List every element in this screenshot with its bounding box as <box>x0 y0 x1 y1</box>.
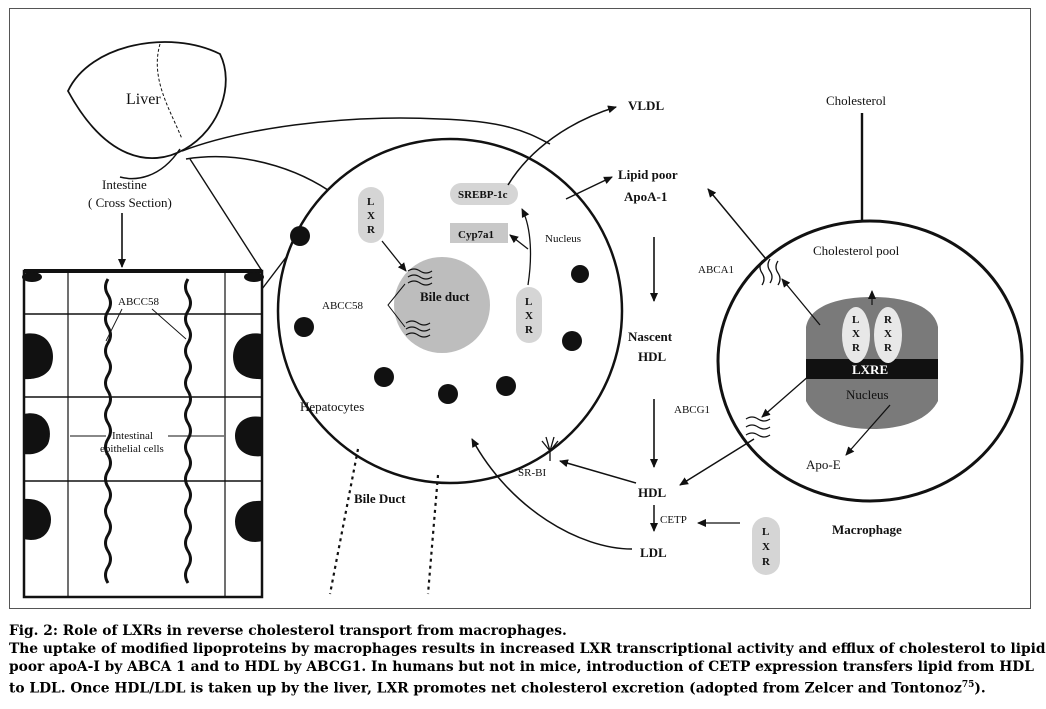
lxr-cetp-letter-r: R <box>762 556 771 568</box>
caption-line-4-end: ). <box>974 680 986 697</box>
nascent-hdl-label: HDL <box>638 349 667 364</box>
cetp-label: CETP <box>660 514 687 526</box>
intestine-cross-section <box>22 269 264 599</box>
lxr-to-bileduct-arrow <box>381 240 407 272</box>
bile-duct-outer-label: Bile Duct <box>354 491 406 506</box>
lxre-label: LXRE <box>852 362 888 377</box>
abca1-label: ABCA1 <box>698 264 734 276</box>
hdl-to-srbi-arrow <box>559 459 637 484</box>
lxr-hepatocyte-pill <box>358 187 384 243</box>
cyp7a1-box <box>450 223 508 243</box>
abcg1-to-hdl-arrow <box>679 438 755 486</box>
lxr-mac-letter-l: L <box>852 314 859 326</box>
hepatocyte-nucleus-label: Nucleus <box>545 233 581 245</box>
lxr-cetp-letter-l: L <box>762 526 769 538</box>
caption-title: Fig. 2: Role of LXRs in reverse choleste… <box>9 623 567 639</box>
abcg1-transporter <box>745 416 771 438</box>
abcc58-pointer-left <box>105 308 123 342</box>
macrophage-nucleus <box>806 297 938 429</box>
bile-duct-right-line <box>426 474 440 595</box>
lxr-nucleus-pill <box>516 287 542 343</box>
lxr-hep-letter-l: L <box>367 196 374 208</box>
rxr-macrophage-pill <box>874 307 902 363</box>
cholesterol-label: Cholesterol <box>826 93 886 108</box>
lxr-nuc-letter-x: X <box>525 310 533 322</box>
abca1-transporter <box>759 258 781 286</box>
bile-duct-inner-label: Bile duct <box>420 289 470 304</box>
bileduct-transporter-bottom <box>405 320 431 338</box>
lxr-cetp-letter-x: X <box>762 541 770 553</box>
lxr-macrophage-pill <box>842 307 870 363</box>
lxr-cetp-pill <box>752 517 780 575</box>
abcc58-intestine-label: ABCC58 <box>118 296 159 308</box>
sr-bi-label: SR-BI <box>518 467 546 479</box>
nucleus-to-abcg1-arrow <box>761 374 811 418</box>
caption-reference-number: 75 <box>961 680 975 690</box>
hep-to-apoa1-arrow <box>565 176 613 200</box>
cholesterol-pool-label: Cholesterol pool <box>813 243 900 258</box>
rxr-letter-r1: R <box>884 314 893 326</box>
abcc58-hepatocyte-label: ABCC58 <box>322 300 363 312</box>
lxr-hep-letter-x: X <box>367 210 375 222</box>
nucleus-to-apoe-arrow <box>845 404 891 456</box>
macrophage-nucleus-label: Nucleus <box>846 387 889 402</box>
abcc58-pointer-right <box>151 308 187 340</box>
srebp-label: SREBP-1c <box>458 189 508 201</box>
apoe-label: Apo-E <box>806 457 841 472</box>
srebp-pill <box>450 183 518 205</box>
lxr-nuc-letter-r: R <box>525 324 534 336</box>
macrophage-label: Macrophage <box>832 522 902 537</box>
liver-label: Liver <box>126 91 161 108</box>
abcc58-hep-bracket <box>387 283 406 328</box>
rxr-letter-r2: R <box>884 342 893 354</box>
vldl-arrow <box>507 105 617 186</box>
cyp7a1-label: Cyp7a1 <box>458 229 494 241</box>
lxr-to-cyp7a1-arrow <box>509 234 529 250</box>
sr-bi-receptor <box>541 436 559 461</box>
figure-caption: Fig. 2: Role of LXRs in reverse choleste… <box>9 622 1046 698</box>
intestinal-cells-label-1: Intestinal <box>112 430 153 442</box>
nascent-label: Nascent <box>628 329 673 344</box>
apoa1-label: ApoA-1 <box>624 189 667 204</box>
rxr-letter-x: X <box>884 328 892 340</box>
liver-connection-line <box>189 158 263 272</box>
nucleus-to-abca1-arrow <box>781 278 821 326</box>
lxr-hep-letter-r: R <box>367 224 376 236</box>
lxr-nuc-letter-l: L <box>525 296 532 308</box>
figure-panel: Liver Intestine ( Cross Section) ABCC58 … <box>9 8 1031 609</box>
hepatocyte-nuclei-dots <box>290 226 589 404</box>
bileduct-transporter-top <box>407 268 433 286</box>
caption-line-3: poor apoA-I by ABCA 1 and to HDL by ABCG… <box>9 659 1034 675</box>
intestine-label: Intestine <box>102 177 147 192</box>
vldl-label: VLDL <box>628 98 664 113</box>
liver-shape <box>66 41 551 200</box>
rct-diagram: Liver Intestine ( Cross Section) ABCC58 … <box>22 41 1024 599</box>
ldl-label: LDL <box>640 545 667 560</box>
caption-line-2: The uptake of modified lipoproteins by m… <box>9 641 1046 657</box>
lxr-to-srebp-arrow <box>521 208 532 286</box>
hdl-label: HDL <box>638 485 667 500</box>
lipid-poor-label: Lipid poor <box>618 167 678 182</box>
bile-duct-left-line <box>328 448 360 595</box>
abca1-to-apoa1-arrow <box>707 188 767 260</box>
intestine-sublabel: ( Cross Section) <box>88 195 172 210</box>
caption-line-4: to LDL. Once HDL/LDL is taken up by the … <box>9 676 1039 698</box>
lxr-mac-letter-r: R <box>852 342 861 354</box>
abcg1-label: ABCG1 <box>674 404 710 416</box>
hepatocytes-label: Hepatocytes <box>300 399 364 414</box>
caption-line-4-text: to LDL. Once HDL/LDL is taken up by the … <box>9 680 962 697</box>
ldl-to-liver-arrow <box>471 438 633 550</box>
lxr-mac-letter-x: X <box>852 328 860 340</box>
intestinal-cells-label-2: epithelial cells <box>100 443 164 455</box>
